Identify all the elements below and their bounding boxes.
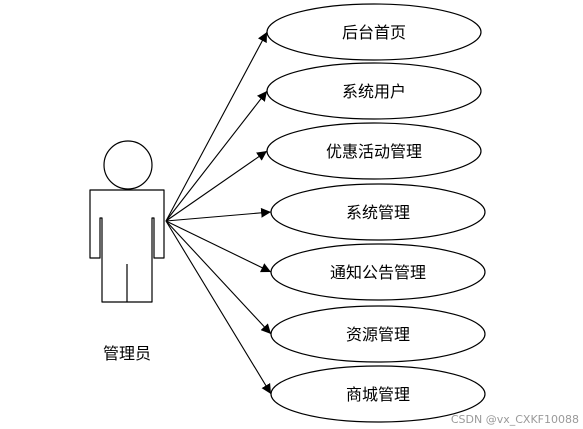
- watermark-text: CSDN @vx_CXKF10088: [451, 413, 579, 426]
- association-arrow: [165, 90, 268, 222]
- actor-label: 管理员: [103, 344, 151, 363]
- use-case-label: 通知公告管理: [330, 263, 426, 282]
- use-case-home: 后台首页: [266, 3, 482, 61]
- use-case-ellipse: [270, 365, 486, 423]
- use-case-ellipse: [270, 305, 486, 363]
- use-case-label: 系统用户: [342, 82, 406, 101]
- use-case-label: 优惠活动管理: [326, 142, 422, 161]
- use-case-ellipse: [270, 183, 486, 241]
- association-arrow: [165, 207, 272, 222]
- association-arrow: [165, 31, 268, 222]
- use-case-ellipse: [266, 3, 482, 61]
- association-arrow: [165, 220, 272, 335]
- use-case-ellipse: [266, 62, 482, 120]
- use-case-ellipse: [270, 243, 486, 301]
- association-arrow: [165, 220, 272, 273]
- use-case-label: 资源管理: [346, 325, 410, 344]
- use-case-label: 系统管理: [346, 203, 410, 222]
- association-arrow: [165, 220, 272, 395]
- use-case-system-users: 系统用户: [266, 62, 482, 120]
- actor-head: [103, 140, 153, 190]
- use-case-system-management: 系统管理: [270, 183, 486, 241]
- use-case-promotions: 优惠活动管理: [266, 122, 482, 180]
- use-case-ellipse: [266, 122, 482, 180]
- use-case-label: 后台首页: [342, 23, 406, 42]
- use-case-group: 后台首页 系统用户 优惠活动管理 系统管理 通知公告管理 资源管理: [266, 3, 486, 423]
- use-case-resources: 资源管理: [270, 305, 486, 363]
- use-case-notices: 通知公告管理: [270, 243, 486, 301]
- association-arrows: [165, 31, 272, 395]
- association-arrow: [165, 150, 268, 222]
- use-case-mall: 商城管理: [270, 365, 486, 423]
- actor-figure: [89, 140, 165, 303]
- use-case-label: 商城管理: [346, 385, 410, 404]
